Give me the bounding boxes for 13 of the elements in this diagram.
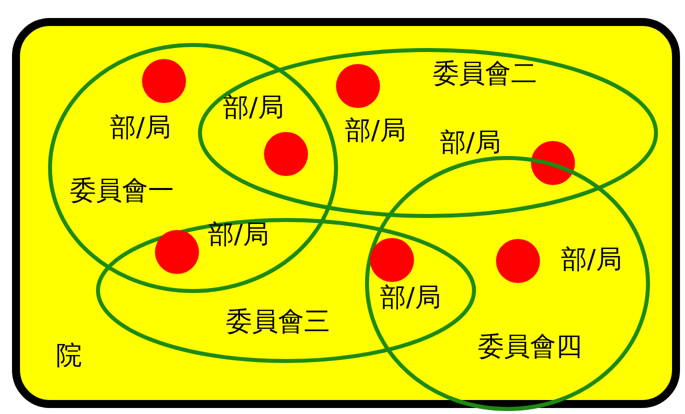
unit-label: 部/局: [223, 95, 284, 121]
area-label: 院: [56, 343, 82, 369]
group-label: 委員會一: [70, 178, 174, 204]
unit-label: 部/局: [208, 222, 269, 248]
group-label: 委員會三: [226, 309, 330, 335]
unit-label: 部/局: [561, 247, 622, 273]
group-label: 委員會二: [433, 61, 537, 87]
panel-background: [12, 18, 680, 408]
unit-label: 部/局: [380, 285, 441, 311]
group-label: 委員會四: [478, 334, 582, 360]
unit-label: 部/局: [110, 115, 171, 141]
unit-label: 部/局: [345, 118, 406, 144]
unit-label: 部/局: [440, 130, 501, 156]
